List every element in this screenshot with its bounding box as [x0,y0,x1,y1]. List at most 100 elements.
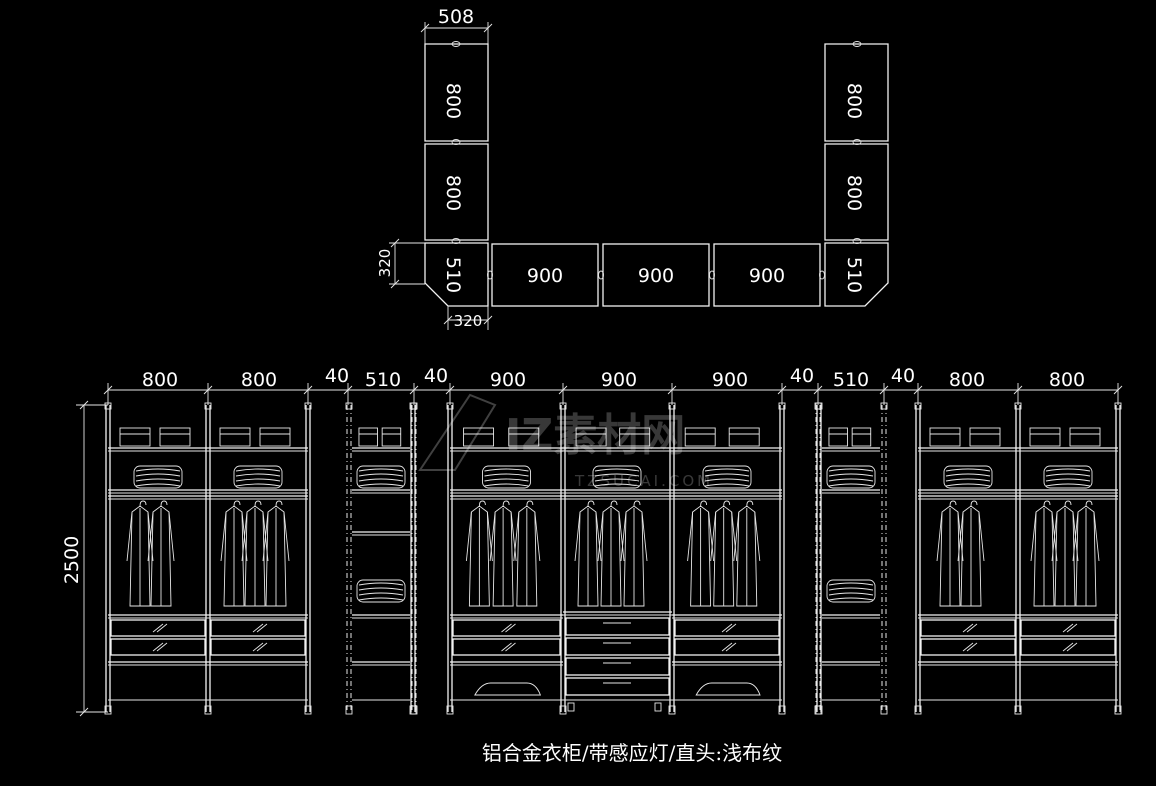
hanging-garment-icon [1072,500,1100,607]
wardrobe-cabinets [104,402,1122,715]
dimension-tick [1013,385,1023,395]
drawer [452,619,561,637]
dimension-tick [303,385,313,395]
hanging-garment-icon [957,500,985,607]
storage-box-icon [219,427,251,447]
hanging-garment-icon [733,500,761,607]
storage-box-icon [381,427,402,447]
cabinet-post [778,402,786,715]
led-sensor-icon [654,702,662,712]
plan-right-module-2: 800 [843,175,865,211]
folded-clothes-icon [233,465,283,489]
elevation-width-4: 510 [365,369,401,391]
hanging-garment-icon [465,500,493,607]
hanging-garment-icon [262,500,290,607]
folded-clothes-icon [1043,465,1093,489]
plan-bottom-module-2: 900 [638,265,674,287]
plan-corner-side-label: 320 [376,249,394,278]
plan-bottom-row: 900 900 900 [487,243,825,307]
cabinet-post [559,402,567,715]
hanging-garment-icon [687,500,715,607]
cabinet-post [204,402,212,715]
storage-box-icon [358,427,378,447]
hanging-garment-icon [574,500,602,607]
folded-clothes-icon [482,465,531,489]
corner-post [814,402,822,715]
drawer [565,617,670,636]
dimension-tick [913,385,923,395]
dimension-tick [1113,385,1123,395]
elevation-width-11: 40 [891,365,915,387]
storage-box-icon [684,427,716,447]
cabinet-post [104,402,112,715]
plan-view: 508 800 800 510 800 800 510 [376,6,889,330]
storage-box-icon [159,427,191,447]
elevation-width-8: 900 [712,369,748,391]
corner-post [410,402,418,715]
cabinet-post [815,402,823,715]
elevation-width-6: 900 [490,369,526,391]
plan-left-module-1: 800 [442,83,464,119]
shoe-basket-icon [695,682,761,696]
corner-post [345,402,353,715]
shoe-basket-icon [474,682,542,696]
drawer [210,638,306,656]
plan-right-column: 800 800 510 [824,41,889,307]
hanging-garment-icon [489,500,517,607]
folded-clothes-icon [592,465,642,489]
elevation-width-13: 800 [1049,369,1085,391]
elevation-width-1: 800 [142,369,178,391]
watermark-url: TZSUCAI.COM [574,472,713,490]
elevation-width-3: 40 [325,365,349,387]
dimension-tick [445,385,455,395]
storage-box-icon [119,427,151,447]
drawer [1020,619,1116,637]
cabinet-post [668,402,676,715]
storage-box-icon [259,427,291,447]
watermark-logo-icon [418,393,497,471]
folded-clothes-icon [826,465,876,489]
hanging-garment-icon [513,500,541,607]
watermark-brand: IZ素材网 [505,410,685,461]
folded-clothes-icon [133,465,183,489]
plan-top-width-label: 508 [438,6,474,28]
corner-post [880,402,888,715]
plan-left-module-2: 800 [442,175,464,211]
drawer [674,638,780,656]
elevation-width-9: 40 [790,365,814,387]
storage-box-icon [828,427,848,447]
plan-bottom-module-3: 900 [749,265,785,287]
dimension-tick [879,385,889,395]
hanging-garment-icon [597,500,625,607]
drawer [920,638,1016,656]
cabinet-post [914,402,922,715]
folded-clothes-icon [943,465,993,489]
drawer [920,619,1016,637]
dimension-tick [343,385,353,395]
elevation-width-12: 800 [949,369,985,391]
storage-box-icon [508,427,540,447]
plan-corner-bottom-label: 320 [454,312,483,330]
storage-box-icon [1069,427,1101,447]
dimension-tick [203,385,213,395]
elevation-width-10: 510 [833,369,869,391]
dimension-tick [409,385,419,395]
elevation-width-5: 40 [424,365,448,387]
elevation-height-label: 2500 [61,536,83,584]
storage-box-icon [463,427,495,447]
dimension-tick [667,385,677,395]
drawer [674,619,780,637]
elevation-width-dimensions: 800 800 40 510 40 900 900 900 40 510 40 … [103,365,1123,405]
elevation-height-dimension: 2500 [61,400,108,717]
hanging-garment-icon [147,500,175,607]
folded-clothes-icon [356,465,406,489]
watermark: IZ素材网 TZSUCAI.COM [418,393,713,490]
hanging-garment-icon [620,500,648,607]
folded-clothes-icon [356,579,406,603]
drawer [565,637,670,656]
folded-clothes-icon [826,579,876,603]
hanging-garment-icon [710,500,738,607]
cabinet-post [1014,402,1022,715]
cabinet-post [409,402,417,715]
plan-corner-dimensions: 320 320 [376,238,493,330]
